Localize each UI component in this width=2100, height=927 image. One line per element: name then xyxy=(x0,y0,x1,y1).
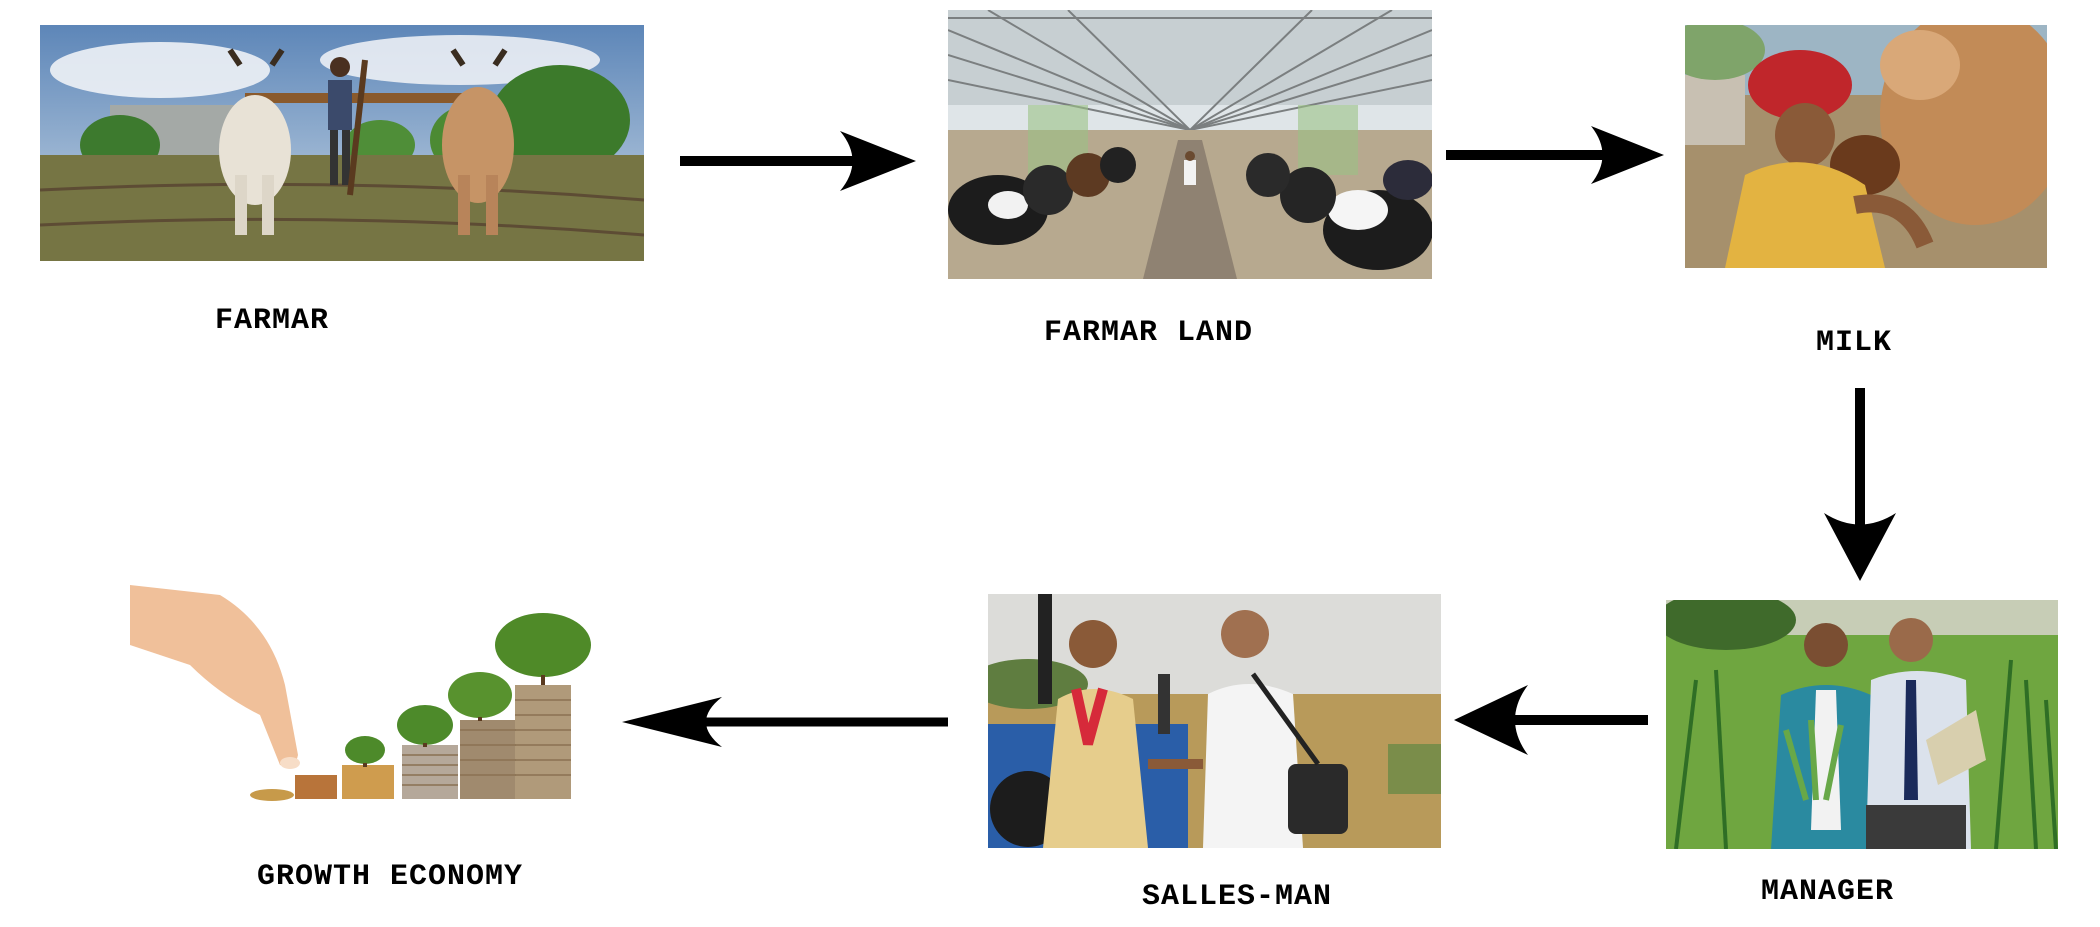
node-label-manager: MANAGER xyxy=(1761,875,1895,909)
farmer-ploughing-image xyxy=(40,25,644,261)
coin-growth-image xyxy=(130,585,595,817)
arrow-land-to-milk xyxy=(1446,124,1666,186)
node-label-farmar: FARMAR xyxy=(215,304,330,338)
node-label-growth-economy: GROWTH ECONOMY xyxy=(257,860,524,894)
node-label-farmar-land: FARMAR LAND xyxy=(1044,316,1254,350)
manager-in-field-image xyxy=(1666,600,2058,849)
arrow-salesman-to-growth xyxy=(620,695,950,749)
cattle-shed-image xyxy=(948,10,1432,279)
arrow-manager-to-salesman xyxy=(1452,683,1648,757)
arrow-milk-to-manager xyxy=(1822,388,1898,583)
salesman-handshake-image xyxy=(988,594,1441,848)
man-with-cow-image xyxy=(1685,25,2047,268)
arrow-farmar-to-land xyxy=(680,128,920,194)
node-label-salles-man: SALLES-MAN xyxy=(1142,880,1333,914)
node-label-milk: MILK xyxy=(1816,326,1893,360)
